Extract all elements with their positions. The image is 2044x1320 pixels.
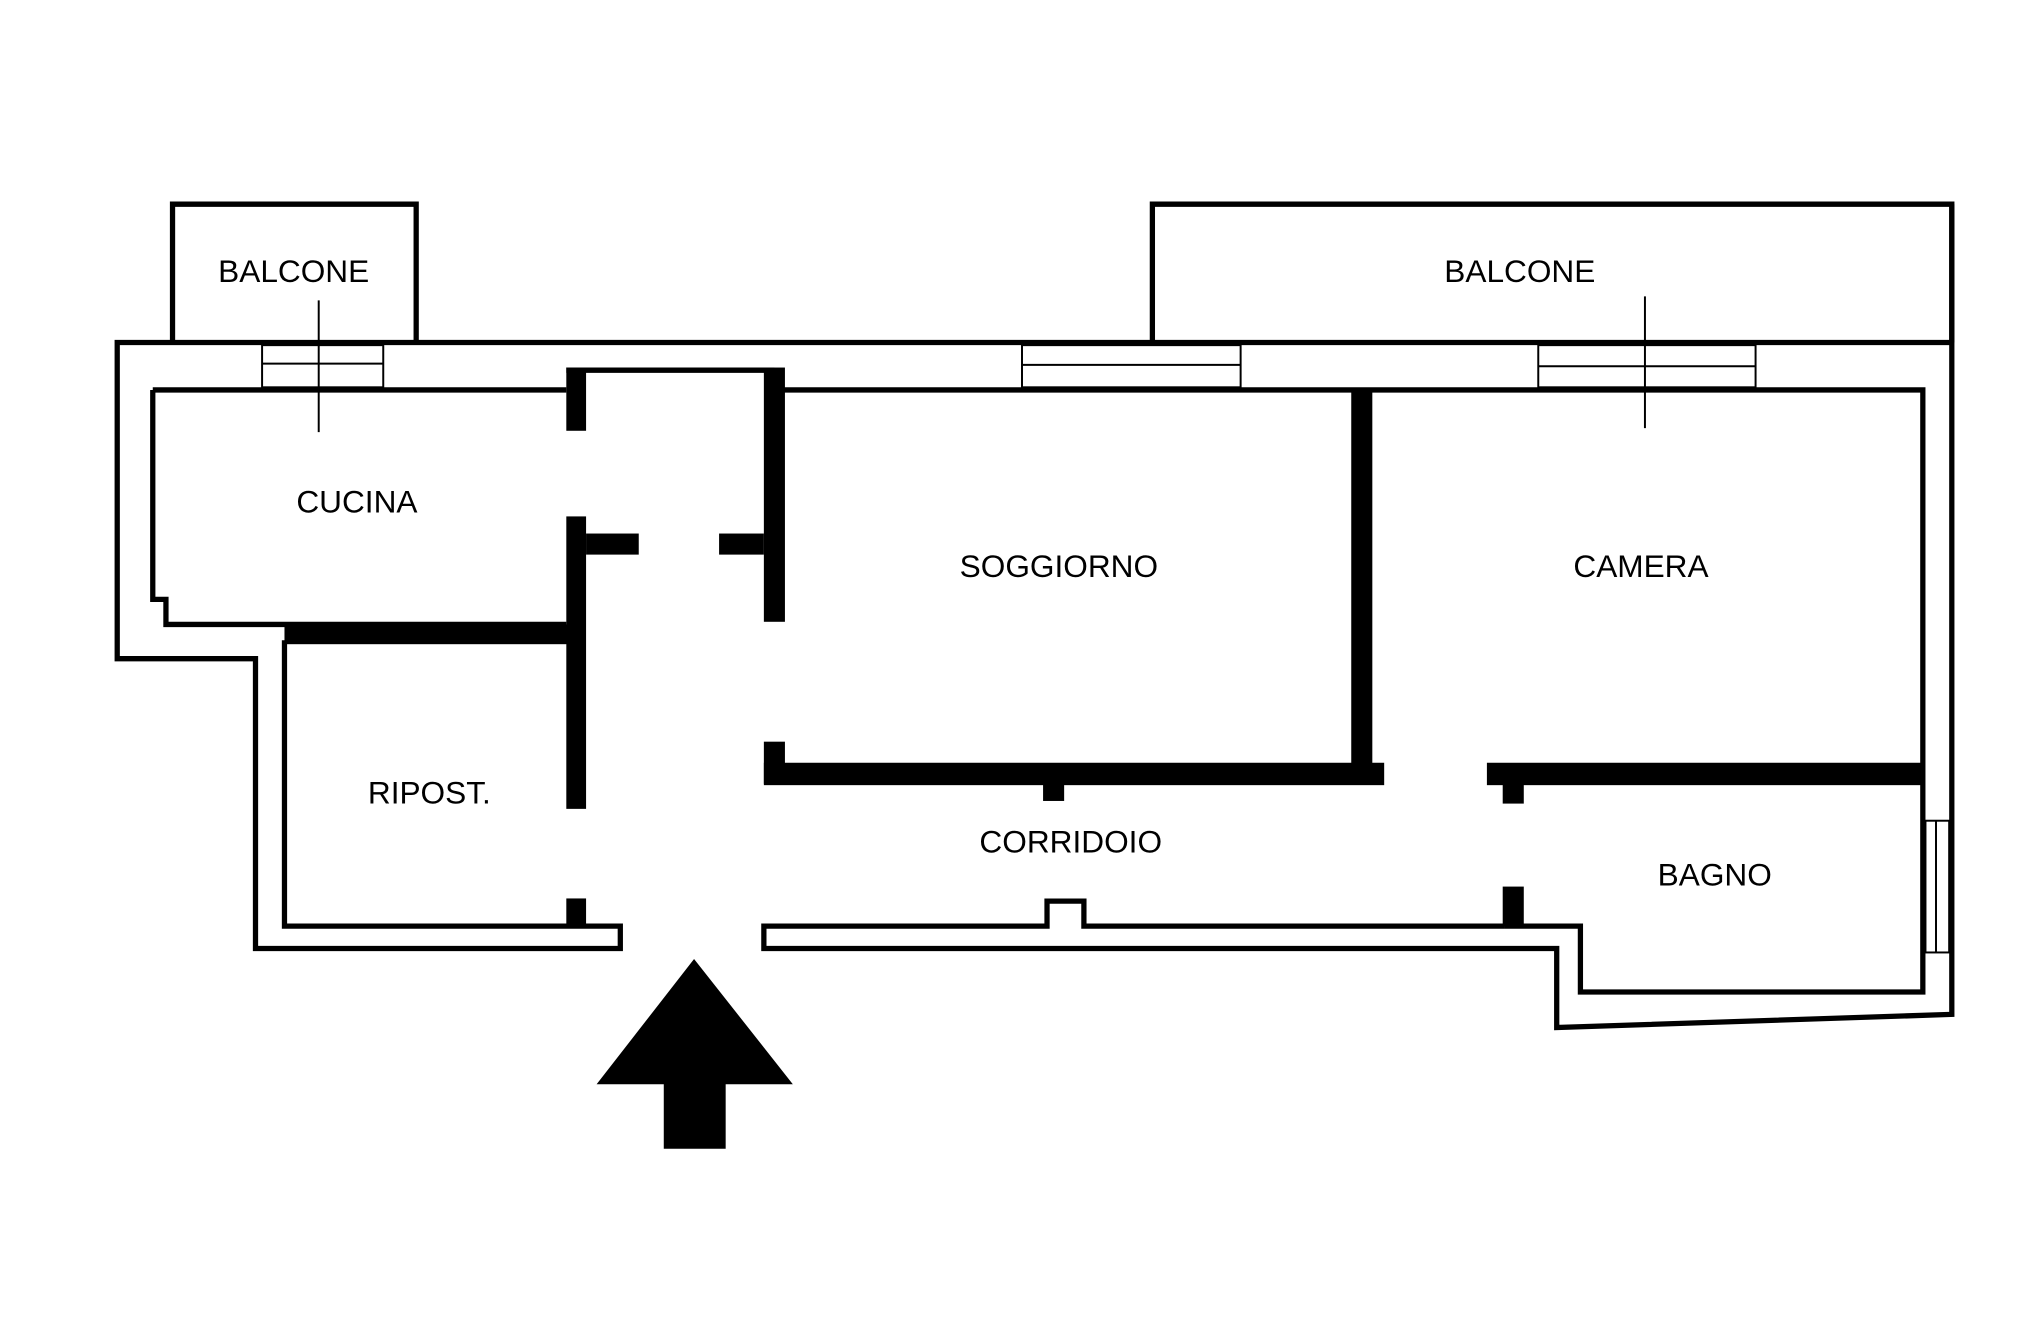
window-bagno — [1924, 819, 1951, 954]
outer-wall-top — [114, 339, 1952, 952]
wall-soggiorno-right — [1351, 389, 1373, 765]
outer-wall — [761, 204, 1955, 1031]
arrow-up-icon — [596, 959, 793, 1149]
wall-soggiorno-bottom — [763, 762, 1385, 786]
window-cucina — [261, 344, 385, 389]
wall-landing-left — [566, 516, 587, 809]
wall-camera-bottom — [1486, 762, 1923, 786]
window-soggiorno — [1021, 344, 1242, 389]
room-label-camera: CAMERA — [1573, 548, 1709, 584]
wall-landing-right — [763, 367, 785, 622]
wall-landing-stub-right — [719, 533, 764, 555]
room-label-balcone-left: BALCONE — [218, 253, 369, 289]
wall-bagno-jamb-top — [1502, 782, 1524, 804]
room-label-ripost: RIPOST. — [368, 775, 491, 811]
room-label-soggiorno: SOGGIORNO — [960, 548, 1158, 584]
wall-bagno-jamb-bottom — [1502, 886, 1524, 927]
room-label-balcone-right: BALCONE — [1444, 253, 1595, 289]
wall-corridor-stub — [1043, 782, 1065, 801]
wall-landing-stub-left — [586, 533, 639, 555]
wall-ripost-door-jamb — [566, 898, 587, 925]
balcony-left-outline — [169, 201, 419, 343]
inner-wall-top-2 — [774, 387, 1926, 995]
room-label-corridoio: CORRIDOIO — [979, 823, 1162, 859]
wall-landing-left-top — [566, 367, 587, 431]
room-label-cucina: CUCINA — [296, 483, 418, 519]
wall-ripost-top — [284, 624, 577, 645]
room-label-bagno: BAGNO — [1658, 856, 1772, 892]
